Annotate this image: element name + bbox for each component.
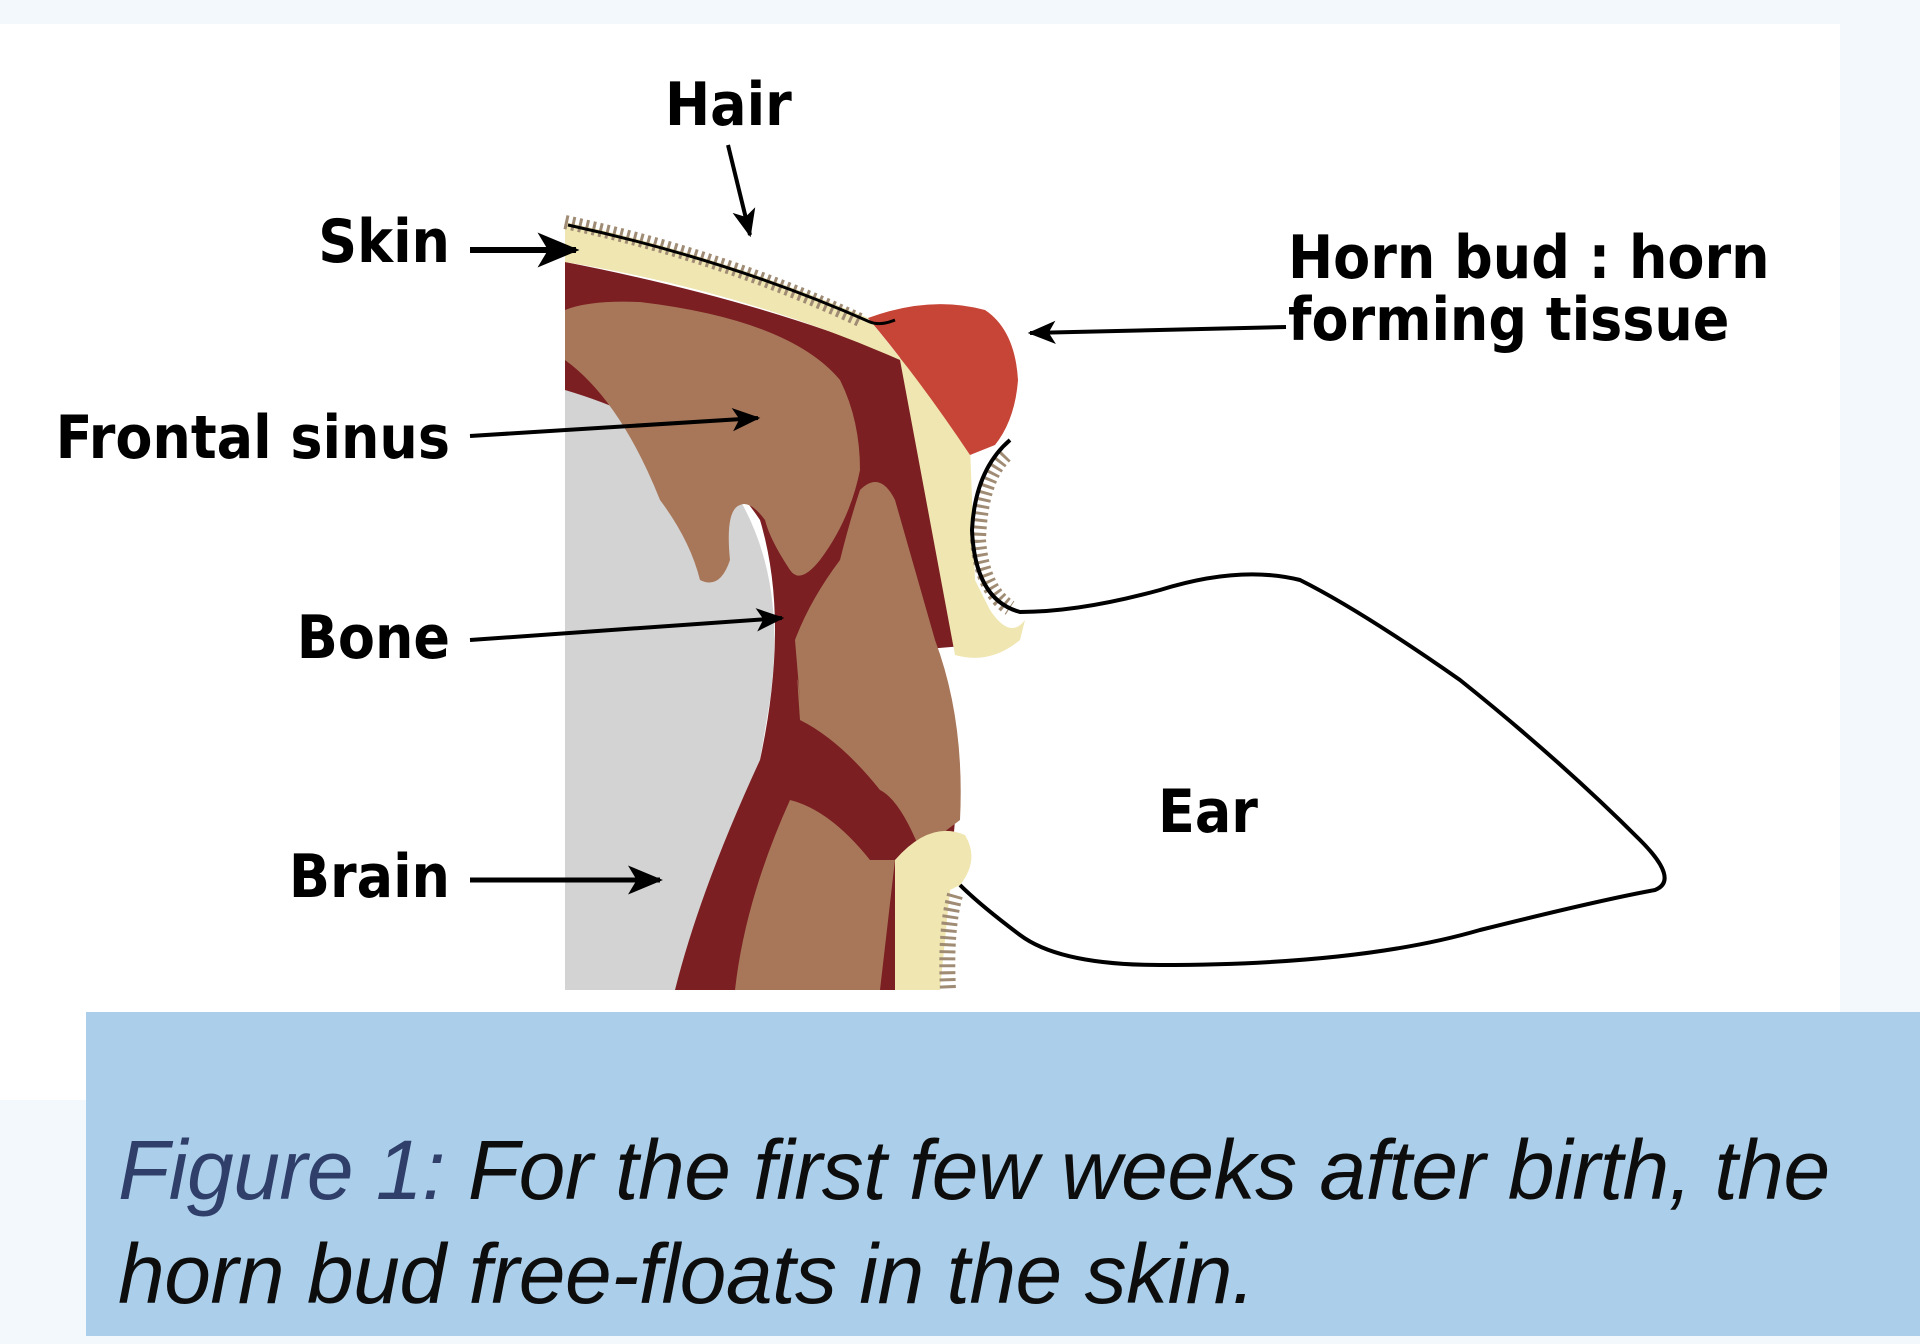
bone-arrow [469,608,785,642]
figure-caption: Figure 1: For the first few weeks after … [118,1118,1908,1326]
label-horn-bud-line1: Horn bud : horn [1288,223,1770,293]
caption-text: For the first few weeks after birth, the… [118,1123,1830,1321]
label-brain: Brain [289,842,450,912]
horn-bud [868,304,1018,455]
bone-region [565,262,975,990]
hair-arrow [726,144,756,238]
ear-hair-fringe-lower [939,892,963,991]
skin-band-lower [895,830,972,990]
sinus-region-upper [565,301,860,583]
frontal-sinus-arrow [469,407,761,438]
caption-prefix: Figure 1: [118,1123,446,1217]
label-hair: Hair [665,70,792,140]
caption-band [86,1012,1920,1336]
label-skin: Skin [318,207,450,277]
ear-outline [958,438,1667,968]
label-horn-bud-line2: forming tissue [1288,285,1729,355]
label-ear: Ear [1158,777,1258,847]
horn-bud-arrow [1027,320,1287,345]
sinus-region-bottom [735,800,895,990]
sinus-region-lower [795,482,961,850]
skin-band [565,222,1025,658]
ear-hair-fringe [969,449,1015,615]
skin-outline [567,223,896,326]
label-bone: Bone [297,603,450,673]
label-frontal-sinus: Frontal sinus [56,403,450,473]
